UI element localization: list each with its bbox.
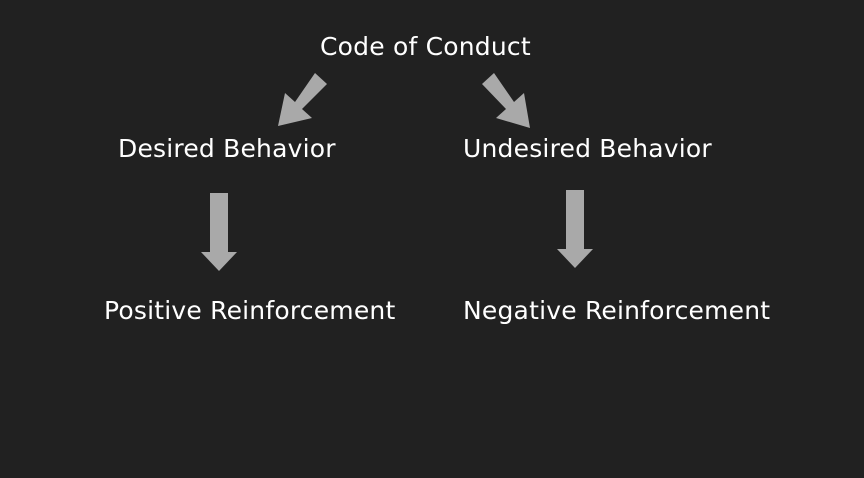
arrow-desired-to-positive — [201, 193, 237, 271]
node-positive-reinforcement: Positive Reinforcement — [104, 296, 396, 325]
arrow-root-to-undesired — [482, 73, 530, 128]
node-code-of-conduct: Code of Conduct — [320, 32, 531, 61]
node-desired-behavior: Desired Behavior — [118, 134, 336, 163]
node-negative-reinforcement: Negative Reinforcement — [463, 296, 771, 325]
arrow-undesired-to-negative — [557, 190, 593, 268]
arrow-root-to-desired — [278, 73, 327, 126]
node-undesired-behavior: Undesired Behavior — [463, 134, 712, 163]
